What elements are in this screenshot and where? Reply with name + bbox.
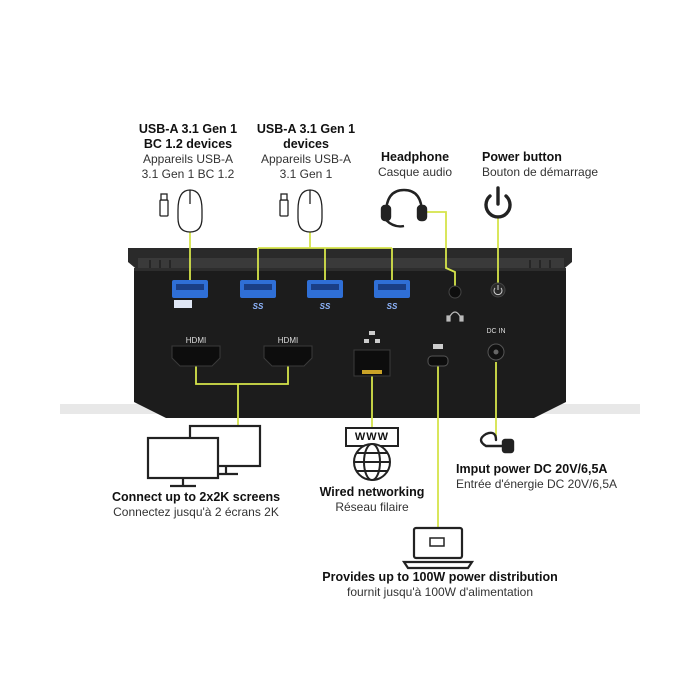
audio-jack: [448, 285, 462, 299]
power-delivery-title: Provides up to 100W power distribution: [322, 570, 558, 584]
hdmi-label-1: HDMI: [185, 336, 207, 345]
usb-devices-title-1: USB-A 3.1 Gen 1: [256, 122, 356, 136]
wired-callout: Wired networking Réseau filaire: [312, 485, 432, 515]
hdmi-port-1: [171, 345, 221, 367]
power-button-fr: Bouton de démarrage: [482, 165, 599, 179]
usb-bc-title-2: BC 1.2 devices: [143, 137, 233, 151]
usbc-port: [427, 355, 449, 367]
hdmi-port-2: [263, 345, 313, 367]
monitors-icon: [146, 424, 262, 488]
power-delivery-fr: fournit jusqu'à 100W d'alimentation: [346, 585, 534, 599]
input-power-callout: Imput power DC 20V/6,5A Entrée d'énergie…: [456, 462, 656, 492]
usb-bc-fr-1: Appareils USB-A: [142, 152, 234, 166]
power-button-callout: Power button Bouton de démarrage: [482, 150, 652, 180]
usb-logo-2: SS: [319, 302, 331, 311]
dock-body: [128, 248, 572, 418]
screens-fr: Connectez jusqu'à 2 écrans 2K: [113, 505, 279, 519]
usb-stick-icon-1: [159, 193, 169, 217]
input-power-title: Imput power DC 20V/6,5A: [456, 462, 608, 476]
power-icon: [484, 186, 512, 219]
headset-small-icon: [446, 311, 464, 322]
dc-plug-icon: [479, 431, 515, 454]
usb-stick-icon-2: [279, 193, 289, 217]
screens-title: Connect up to 2x2K screens: [111, 490, 281, 504]
input-power-fr: Entrée d'énergie DC 20V/6,5A: [456, 477, 618, 491]
connector-lines: [189, 211, 499, 528]
usbc-small-icon: [433, 344, 443, 349]
usb-bc-callout: USB-A 3.1 Gen 1 BC 1.2 devices Appareils…: [118, 122, 258, 182]
headset-icon: [380, 188, 428, 228]
hdmi-label-2: HDMI: [277, 336, 299, 345]
usb-port-bc: [172, 280, 208, 308]
headphone-fr: Casque audio: [377, 165, 453, 179]
rj45-port: [353, 349, 391, 377]
wired-title: Wired networking: [319, 485, 425, 499]
dc-in-label: DC IN: [486, 328, 506, 335]
power-button-title: Power button: [482, 150, 562, 164]
device-power-icon: [493, 285, 503, 296]
usb-devices-fr-2: 3.1 Gen 1: [279, 167, 333, 181]
headphone-callout: Headphone Casque audio: [360, 150, 470, 180]
www-label: WWW: [354, 431, 390, 443]
mouse-icon-2: [297, 189, 323, 233]
usb-port-2: [307, 280, 343, 298]
usb-logo-1: SS: [252, 302, 264, 311]
usb-port-3: [374, 280, 410, 298]
network-small-icon: [364, 331, 380, 343]
usb-devices-fr-1: Appareils USB-A: [260, 152, 352, 166]
screens-callout: Connect up to 2x2K screens Connectez jus…: [96, 490, 296, 520]
usb-devices-callout: USB-A 3.1 Gen 1 devices Appareils USB-A …: [236, 122, 376, 182]
www-globe-icon: [345, 427, 399, 481]
laptop-icon: [401, 526, 475, 570]
mouse-icon-1: [177, 189, 203, 233]
usb-port-1: [240, 280, 276, 298]
usb-devices-title-2: devices: [283, 137, 329, 151]
headphone-title: Headphone: [380, 150, 450, 164]
usb-bc-fr-2: 3.1 Gen 1 BC 1.2: [141, 167, 235, 181]
usb-bc-title-1: USB-A 3.1 Gen 1: [138, 122, 238, 136]
power-delivery-callout: Provides up to 100W power distribution f…: [300, 570, 580, 600]
usb-logo-3: SS: [386, 302, 398, 311]
wired-fr: Réseau filaire: [335, 500, 409, 514]
